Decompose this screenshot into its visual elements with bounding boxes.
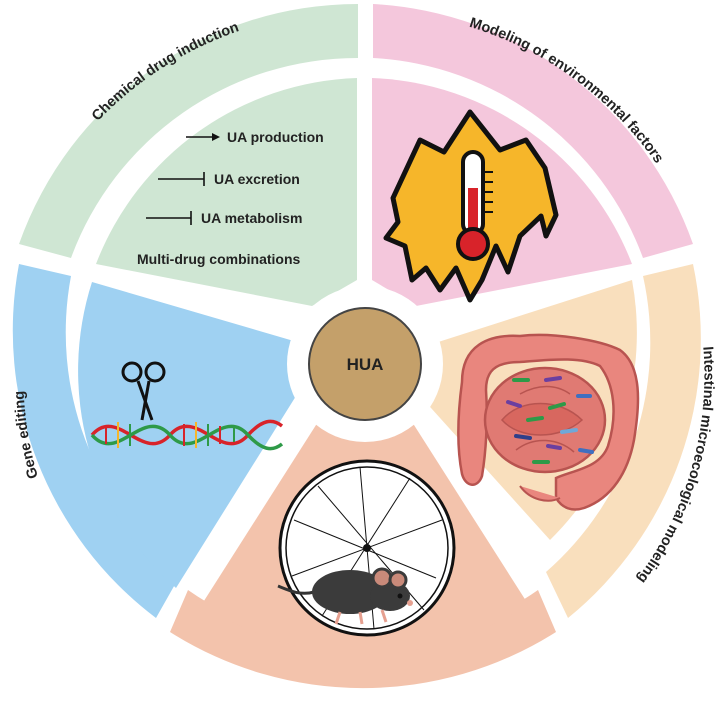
list-item-multi-drug-combinations: Multi-drug combinations — [137, 251, 301, 267]
scissors-icon — [121, 361, 166, 421]
mouse-icon — [277, 567, 413, 625]
chemical-drug-list: UA production UA excretion UA metabolism… — [137, 129, 324, 267]
outer-ring — [12, 4, 701, 689]
arrow-icon — [186, 133, 220, 141]
list-item-ua-metabolism: UA metabolism — [201, 210, 302, 226]
band-chemical-drug-induction — [19, 4, 358, 258]
band-intestinal-microecological — [546, 264, 701, 618]
inhibit-icon — [158, 172, 205, 186]
center-circle — [308, 307, 422, 421]
thermometer-icon — [383, 109, 559, 303]
dna-helix-icon — [90, 419, 284, 451]
band-exercise — [170, 590, 556, 689]
sector-chemical-drug-induction — [96, 78, 357, 306]
dna-scissors-icon — [90, 361, 284, 451]
band-gene-editing — [12, 264, 183, 618]
inhibit-icon — [146, 211, 192, 225]
mouse-wheel-icon — [277, 459, 456, 637]
list-item-ua-production: UA production — [227, 129, 324, 145]
band-environmental-factors — [373, 4, 693, 258]
intestine-icon — [457, 333, 640, 511]
bacteria-icon — [506, 376, 594, 464]
list-item-ua-excretion: UA excretion — [214, 171, 300, 187]
colon-shape — [457, 333, 640, 511]
sector-gene-editing — [78, 282, 304, 588]
center-label: HUA — [347, 355, 384, 374]
